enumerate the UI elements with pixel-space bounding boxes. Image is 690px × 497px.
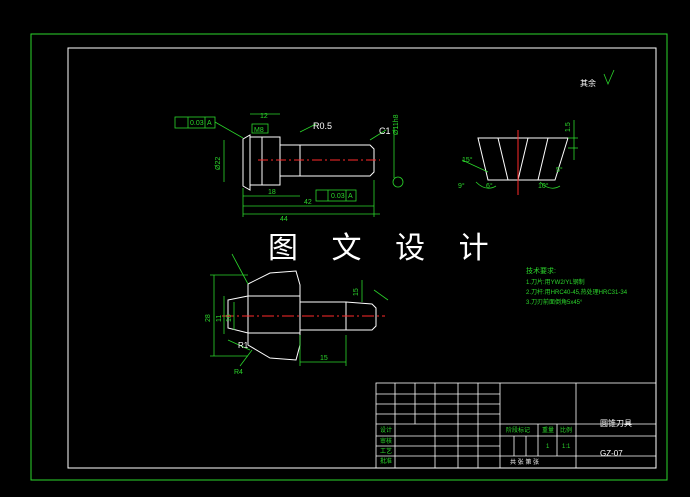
d10-text: 10 (226, 314, 233, 322)
datum-left-text: A (207, 120, 212, 127)
outer-frame (30, 33, 668, 481)
sheet-info-text: 共 张 第 张 (510, 460, 540, 466)
stage-header-text: 阶段标记 (506, 428, 531, 434)
top-right-dimensions (461, 120, 578, 189)
watermark-text: 图 文 设 计 (268, 231, 501, 266)
ang6-text: 6° (486, 182, 493, 190)
top-left-dimensions (174, 113, 404, 217)
r4-text: R4 (234, 369, 243, 376)
row-label-process: 工艺 (380, 449, 393, 455)
title-block-grid (375, 382, 657, 469)
rough-mark-text: 其余 (580, 78, 596, 88)
d11-text: 11 (216, 315, 223, 322)
row-label-design: 设计 (380, 428, 393, 434)
len44-text: 44 (280, 216, 288, 223)
drawing-no-text: GZ-07 (600, 449, 623, 458)
chamfer-text: C1 (379, 126, 391, 136)
weight-header-text: 重量 (542, 428, 555, 434)
dia-left-text: Ø22 (215, 157, 222, 170)
tech-note-line-3: 3.刀刃前面倒角5x45° (526, 300, 583, 306)
tol-left-text: 0.03 (190, 120, 204, 127)
d28-text: 28 (205, 314, 212, 322)
radius-text: R0.5 (313, 121, 332, 131)
part-name-text: 圆锥刀具 (600, 419, 632, 428)
bottom-dimensions (210, 253, 389, 367)
r1-text: R1 (238, 341, 249, 350)
len18-text: 18 (268, 189, 276, 196)
tech-note-line-2: 2.刀杆:用HRC40-45,热处理HRC31-34 (526, 290, 628, 296)
len12-text: 12 (260, 113, 268, 120)
len42-text: 42 (304, 199, 312, 206)
bottom-dim-text: 28 11 10 15 15 R4 (205, 288, 360, 376)
len15-text: 15 (320, 355, 328, 362)
d15-bottom-text: 15 (353, 288, 360, 296)
ang15-text: 15° (462, 156, 473, 164)
row-label-approve: 批准 (380, 459, 393, 465)
tol-bottom-text: 0.03 (331, 193, 345, 200)
tech-note-line-1: 1.刀片:用YW2/YL钢制 (526, 280, 585, 286)
dia-right-text: Ø11h8 (393, 114, 400, 135)
top-right-part (477, 137, 569, 181)
top-right-dim-text: 1.5 6° 15° 10° 9° 5° (458, 122, 572, 190)
ang9-text: 9° (458, 182, 465, 190)
ang5-text: 5° (556, 166, 563, 174)
inner-frame (67, 47, 657, 469)
rough-symbol (603, 69, 615, 86)
top-left-part (242, 134, 375, 191)
scale-value-text: 1:1 (562, 444, 571, 450)
top-left-dim-text: 0.03 A 12 M8 18 42 44 0.03 A Ø22 Ø11h8 (190, 113, 400, 223)
row-label-review: 审核 (380, 439, 393, 445)
top-left-dim-text-white: R0.5 C1 (313, 121, 391, 136)
d15-tr-text: 1.5 (565, 122, 572, 132)
tech-notes-heading: 技术要求: (526, 268, 556, 275)
datum-bottom-text: A (348, 193, 353, 200)
thread-text: M8 (254, 127, 264, 134)
sheet-number-text: 1 (546, 444, 550, 450)
ang10-text: 10° (538, 182, 549, 190)
scale-header-text: 比例 (560, 428, 573, 434)
